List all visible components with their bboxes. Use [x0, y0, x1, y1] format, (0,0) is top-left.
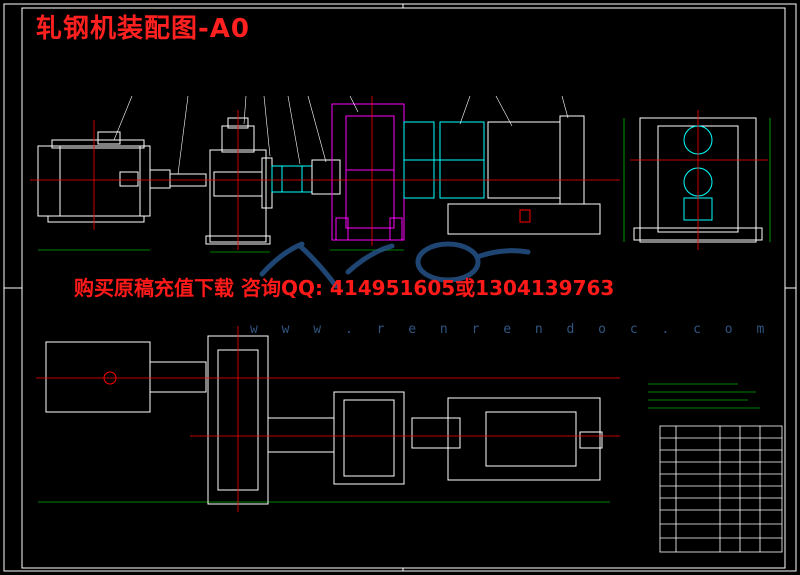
coupling-1	[271, 165, 313, 193]
watermark-url: w w w . r e n r e n d o c . c o m	[250, 322, 773, 337]
top-view	[45, 335, 603, 505]
roll-stand-top	[447, 397, 601, 481]
drawing-title: 轧钢机装配图-A0	[36, 14, 251, 44]
front-view-centerlines	[30, 96, 768, 250]
roll-stand-housing	[331, 103, 405, 241]
front-view	[37, 103, 763, 245]
motor-top	[45, 341, 151, 413]
top-view-centerlines	[36, 326, 620, 512]
technical-notes	[648, 383, 760, 409]
leader-lines	[113, 95, 569, 175]
roll-stand	[487, 121, 561, 199]
dimension-lines	[38, 118, 771, 503]
promo-contact-text: 购买原稿充值下载 咨询QQ: 414951605或1304139763	[74, 276, 615, 300]
logo-watermark-icon	[259, 241, 531, 289]
base-frame	[447, 203, 601, 235]
title-block	[659, 425, 783, 553]
housing-top	[333, 391, 405, 485]
motor-terminal-box	[119, 171, 139, 187]
